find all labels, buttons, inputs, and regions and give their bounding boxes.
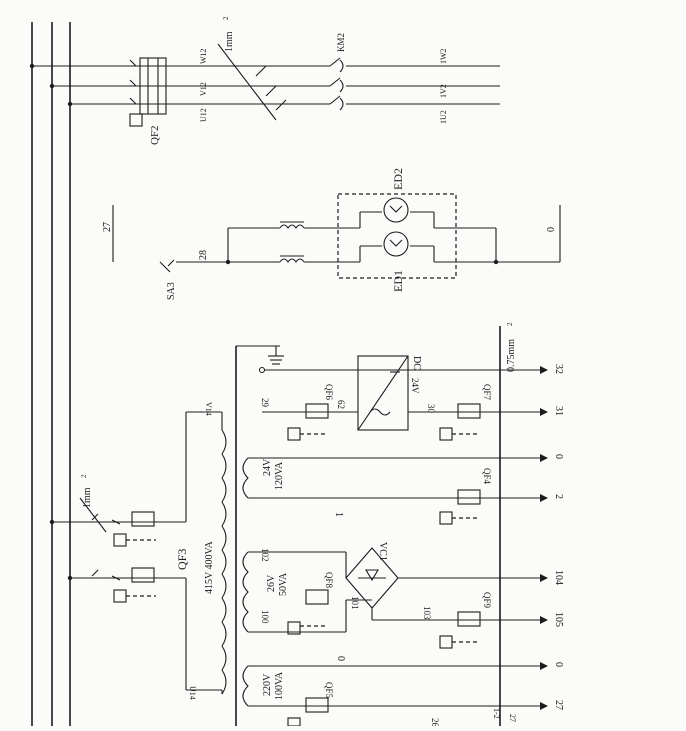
w2-label: 1W2 bbox=[439, 48, 448, 64]
sa3-lamp-section: 27 SA3 28 ED2 ED1 0 bbox=[102, 168, 561, 300]
output-terminals: 0.75mm 2 32 31 0 2 104 105 0 27 bbox=[499, 322, 564, 726]
terminal-31: 31 bbox=[553, 406, 564, 416]
sec-120va-label: 120VA bbox=[274, 461, 285, 490]
v14-label: V14 bbox=[204, 402, 213, 416]
terminal-104: 104 bbox=[553, 570, 564, 585]
n101-label: 101 bbox=[350, 596, 360, 610]
secondary-24v-winding-icon bbox=[242, 457, 249, 499]
qf8-label: QF8 bbox=[324, 572, 334, 589]
qf4-label: QF4 bbox=[482, 468, 492, 485]
n0-lamp-label: 0 bbox=[546, 227, 557, 232]
secondary-220v-winding-icon bbox=[242, 665, 249, 707]
sec-220v-label: 220V bbox=[262, 673, 273, 696]
qf4-section: 24V 120VA 1 QF4 bbox=[242, 457, 500, 525]
terminal-2: 2 bbox=[553, 494, 564, 499]
inductor-bottom-icon bbox=[279, 258, 305, 263]
vc1-label: VC1 bbox=[377, 542, 388, 561]
dc-converter-icon bbox=[357, 355, 409, 431]
qf4-breaker-icon bbox=[457, 489, 481, 505]
n27-label: 27 bbox=[102, 222, 113, 232]
qf5-section: 220V 100VA 0 QF5 26 1-2 27 bbox=[242, 656, 517, 728]
terminal-105: 105 bbox=[553, 612, 564, 627]
ed1-label: ED1 bbox=[391, 270, 405, 292]
secondary-26v-winding-icon bbox=[242, 551, 249, 633]
sec-100va-label: 100VA bbox=[274, 671, 285, 700]
qf9-label: QF9 bbox=[482, 592, 492, 609]
tr-main-rating: 415V 400VA bbox=[204, 541, 215, 594]
terminal-32: 32 bbox=[553, 364, 564, 374]
wire-size-qf3: 1mm bbox=[82, 487, 93, 508]
qf5-label: QF5 bbox=[324, 682, 334, 699]
v2-label: 1V2 bbox=[439, 84, 448, 98]
n62-label: 62 bbox=[336, 400, 346, 409]
main-bus-lines bbox=[31, 22, 71, 726]
sa3-label: SA3 bbox=[166, 282, 177, 300]
qf3-breaker-icon bbox=[111, 511, 156, 603]
dc-supply-section: DC 24V 30 QF6 62 29 QF7 bbox=[236, 345, 500, 441]
wire-size-top-label: 1mm bbox=[224, 31, 235, 52]
n29-label: 29 bbox=[260, 398, 270, 408]
qf7-label: QF7 bbox=[482, 384, 492, 401]
main-transformer-primary-icon bbox=[221, 429, 227, 695]
dc-24v-label: 24V bbox=[410, 378, 420, 394]
u14-label: U14 bbox=[188, 686, 197, 700]
terminal-27: 27 bbox=[553, 700, 564, 710]
n100-label: 100 bbox=[260, 610, 270, 624]
inductor-top-icon bbox=[279, 224, 305, 229]
v12-label: V12 bbox=[199, 82, 208, 96]
qf8-breaker-icon bbox=[305, 589, 329, 605]
qf9-breaker-icon bbox=[457, 611, 481, 627]
n103-label: 103 bbox=[422, 606, 432, 620]
vc1-section: 102 100 26V 50VA QF8 VC1 101 103 QF9 bbox=[242, 542, 500, 649]
qf6-breaker-icon bbox=[305, 403, 329, 419]
sec-26v-label: 26V bbox=[266, 574, 277, 592]
terminal-0b: 0 bbox=[553, 662, 564, 667]
qf2-label: QF2 bbox=[149, 125, 161, 145]
dc-30-label: 30 bbox=[426, 404, 436, 414]
qf2-breaker-icon bbox=[139, 57, 167, 115]
qf3-label: QF3 bbox=[175, 549, 189, 570]
qf3-section: 1mm 2 QF3 V14 U14 415V 400VA bbox=[49, 346, 237, 726]
qf6-label: QF6 bbox=[324, 384, 334, 401]
lamp-ed1-icon bbox=[383, 231, 409, 257]
n27b-label: 27 bbox=[508, 714, 517, 722]
n28-label: 28 bbox=[198, 250, 209, 260]
n1-label: 1 bbox=[333, 512, 344, 517]
lamp-ed2-icon bbox=[383, 197, 409, 223]
w12-label: W12 bbox=[199, 48, 208, 64]
sec-24v-label: 24V bbox=[262, 458, 273, 476]
n0-mid-label: 0 bbox=[335, 656, 346, 661]
km2-contacts-icon bbox=[329, 57, 344, 111]
lamp-enclosure bbox=[337, 193, 457, 279]
wire-size-qf3-exp: 2 bbox=[80, 474, 88, 478]
ed2-label: ED2 bbox=[391, 168, 405, 190]
u2-label: 1U2 bbox=[439, 110, 448, 124]
wire-size-top-exp: 2 bbox=[222, 16, 230, 20]
dc-label: DC bbox=[411, 356, 422, 370]
terminal-0a: 0 bbox=[553, 454, 564, 459]
u12-label: U12 bbox=[199, 108, 208, 122]
n26-label: 26 bbox=[430, 718, 440, 726]
qf2-three-phase-section: QF2 W12 V12 U12 1mm 2 KM2 1W2 1V2 1U2 bbox=[29, 16, 500, 145]
wire-size-075-exp: 2 bbox=[506, 322, 514, 326]
qf7-breaker-icon bbox=[457, 403, 481, 419]
sec-50va-label: 50VA bbox=[278, 572, 289, 596]
qf-1-2-label: 1-2 bbox=[492, 708, 501, 719]
qf5-breaker-icon bbox=[305, 697, 329, 713]
n102-label: 102 bbox=[260, 548, 270, 562]
wire-size-075-label: 0.75mm bbox=[506, 339, 517, 372]
km2-label: KM2 bbox=[336, 33, 346, 52]
